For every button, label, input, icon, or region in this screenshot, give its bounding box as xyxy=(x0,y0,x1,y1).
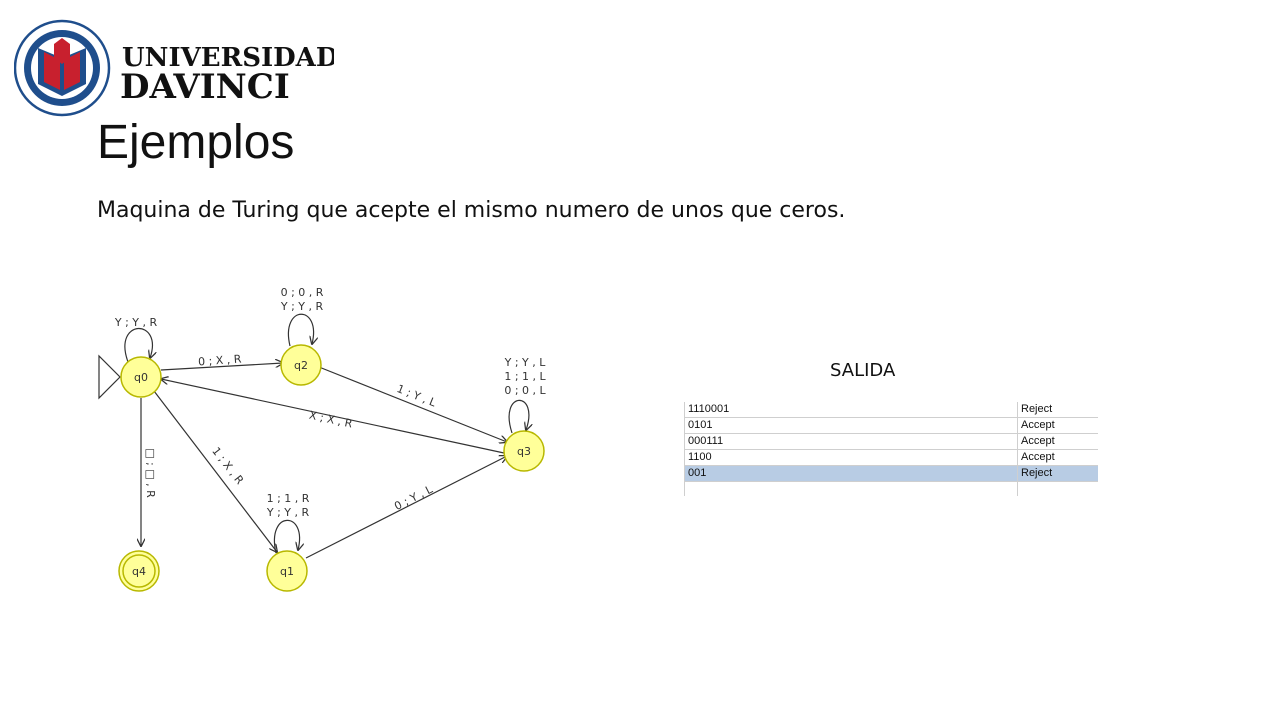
state-q0 xyxy=(120,356,162,398)
label-q0-q1: 1 ; X , R xyxy=(209,445,246,487)
result-cell-empty xyxy=(1017,481,1098,496)
label-q1-loop-1: 1 ; 1 , R xyxy=(267,492,310,505)
edge-q0-q2 xyxy=(160,363,283,371)
state-q4-accept-ring xyxy=(122,554,156,588)
state-q3-label: q3 xyxy=(517,445,531,458)
result-cell: Reject xyxy=(1017,402,1098,418)
result-cell: Accept xyxy=(1017,433,1098,450)
result-cell: Accept xyxy=(1017,417,1098,434)
table-row[interactable]: 1110001 Reject xyxy=(684,402,1098,418)
label-q3-loop-3: 0 ; 0 , L xyxy=(504,384,546,397)
loop-q3 xyxy=(508,399,529,434)
state-q3 xyxy=(503,430,545,472)
table-row[interactable]: 1100 Accept xyxy=(684,449,1098,466)
label-q3-q0: X ; X , R xyxy=(308,409,354,431)
table-row-selected[interactable]: 001 Reject xyxy=(684,465,1098,482)
universidad-davinci-logo: UNIVERSIDAD DAVINCI xyxy=(14,19,334,117)
logo-line1: UNIVERSIDAD xyxy=(122,43,334,73)
table-row[interactable]: 0101 Accept xyxy=(684,417,1098,434)
turing-machine-diagram: q0 q2 q3 q1 q4 Y ; Y , R 0 ; 0 , R Y ; Y… xyxy=(98,286,547,592)
output-table: 1110001 Reject 0101 Accept 000111 Accept… xyxy=(684,402,1098,496)
logo-line2: DAVINCI xyxy=(120,67,290,107)
input-cell: 000111 xyxy=(684,433,1018,450)
salida-label: SALIDA xyxy=(830,360,896,381)
slide-title: Ejemplos xyxy=(97,116,295,169)
label-q3-loop-1: Y ; Y , L xyxy=(504,356,547,369)
table-row-empty[interactable] xyxy=(684,481,1098,496)
state-q4-label: q4 xyxy=(132,565,146,578)
logo-seal xyxy=(14,19,111,117)
label-q0-q4: □ ; □ , R xyxy=(144,448,157,498)
label-q2-loop-1: 0 ; 0 , R xyxy=(281,286,324,299)
state-q2 xyxy=(280,344,322,386)
state-q2-label: q2 xyxy=(294,359,308,372)
input-cell-empty[interactable] xyxy=(684,481,1018,496)
state-q1-label: q1 xyxy=(280,565,294,578)
loop-q0 xyxy=(124,327,153,363)
input-cell: 1110001 xyxy=(684,402,1018,418)
state-q1 xyxy=(266,550,308,592)
input-cell: 001 xyxy=(684,465,1018,482)
label-q1-q3: 0 ; Y , L xyxy=(392,482,435,513)
label-q1-loop-2: Y ; Y , R xyxy=(266,506,310,519)
label-q2-loop-2: Y ; Y , R xyxy=(280,300,324,313)
input-cell: 1100 xyxy=(684,449,1018,466)
state-q4 xyxy=(118,550,160,592)
label-q0-loop: Y ; Y , R xyxy=(114,316,158,329)
slide-subtitle: Maquina de Turing que acepte el mismo nu… xyxy=(97,198,846,223)
edge-q1-q3 xyxy=(305,456,507,559)
result-cell: Accept xyxy=(1017,449,1098,466)
edge-q2-q3 xyxy=(318,366,507,442)
label-q3-loop-2: 1 ; 1 , L xyxy=(504,370,546,383)
start-marker xyxy=(98,354,121,400)
state-q0-label: q0 xyxy=(134,371,148,384)
result-cell: Reject xyxy=(1017,465,1098,482)
loop-q1 xyxy=(273,519,299,554)
input-cell: 0101 xyxy=(684,417,1018,434)
label-q0-q2: 0 ; X , R xyxy=(198,352,243,368)
edge-q3-q0 xyxy=(161,379,505,454)
edge-q0-q1 xyxy=(153,390,277,552)
table-row[interactable]: 000111 Accept xyxy=(684,433,1098,450)
loop-q2 xyxy=(287,313,313,347)
